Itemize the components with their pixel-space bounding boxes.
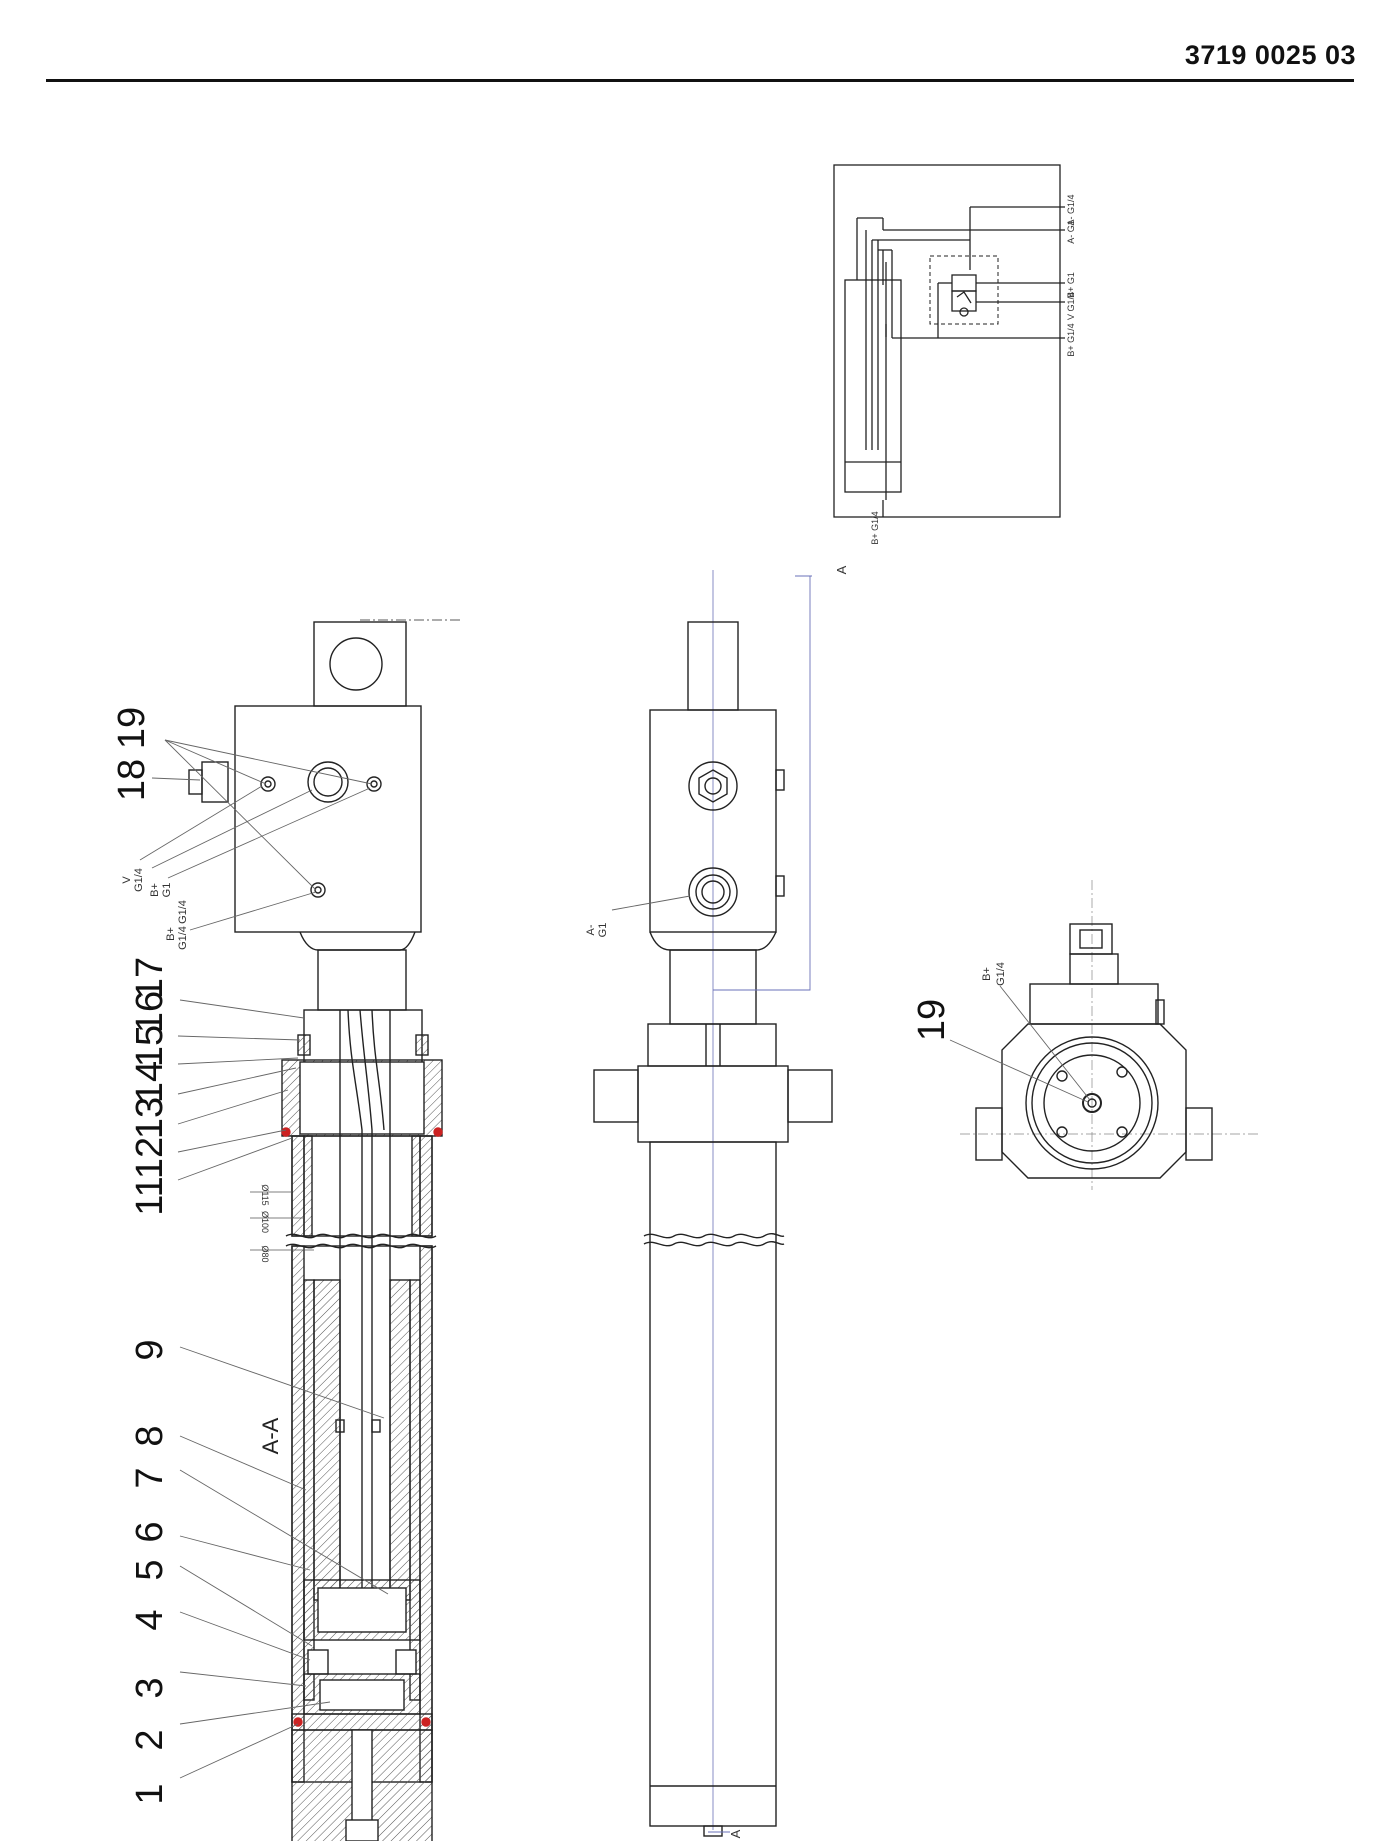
svg-text:12: 12 bbox=[129, 1137, 171, 1179]
document-number: 3719 0025 03 bbox=[1184, 40, 1356, 70]
callout-leader-lines bbox=[139, 739, 389, 1779]
fitting-18 bbox=[201, 761, 229, 803]
end-fitting bbox=[1069, 923, 1113, 955]
schematic-cylinder bbox=[844, 279, 902, 493]
svg-text:13: 13 bbox=[129, 1097, 171, 1139]
svg-text:11: 11 bbox=[129, 1176, 171, 1215]
svg-text:G1: G1 bbox=[597, 923, 609, 938]
header-rule bbox=[46, 79, 1354, 82]
svg-text:5: 5 bbox=[129, 1559, 171, 1580]
end-housing bbox=[1001, 1023, 1187, 1179]
svg-text:B+: B+ bbox=[981, 967, 993, 981]
cut-marker-top: A bbox=[834, 565, 849, 574]
svg-text:19: 19 bbox=[911, 999, 953, 1041]
side-view bbox=[593, 570, 833, 1837]
svg-text:1: 1 bbox=[129, 1783, 171, 1804]
svg-text:B+: B+ bbox=[149, 883, 161, 897]
cut-marker-bottom: A bbox=[728, 1829, 743, 1838]
hydraulic-schematic bbox=[833, 164, 1065, 518]
svg-text:3: 3 bbox=[129, 1677, 171, 1698]
svg-text:B+ G1/4: B+ G1/4 bbox=[1066, 323, 1076, 356]
svg-text:7: 7 bbox=[129, 1467, 171, 1488]
svg-text:V: V bbox=[121, 876, 133, 884]
section-callouts: 1 2 3 4 5 6 7 8 9 11 12 13 14 15 16 17 1… bbox=[111, 707, 171, 1805]
schematic-port-labels: A- G1/4 A- G1 B+ G1 V G1/4 B+ G1/4 B+ G1… bbox=[870, 194, 1076, 544]
svg-text:4: 4 bbox=[129, 1609, 171, 1630]
svg-text:Ø100: Ø100 bbox=[260, 1211, 270, 1233]
svg-text:A- G1/4: A- G1/4 bbox=[1066, 194, 1076, 225]
section-port-labels: V G1/4 B+ G1 G1/4 B+ G1/4 bbox=[121, 868, 189, 950]
svg-text:14: 14 bbox=[129, 1061, 171, 1103]
svg-text:15: 15 bbox=[129, 1025, 171, 1067]
svg-text:B+ G1: B+ G1 bbox=[1066, 272, 1076, 298]
svg-text:2: 2 bbox=[129, 1729, 171, 1750]
svg-text:G1/4: G1/4 bbox=[177, 926, 189, 950]
svg-text:G1/4: G1/4 bbox=[133, 868, 145, 892]
side-manifold bbox=[649, 709, 777, 933]
svg-text:Ø115: Ø115 bbox=[260, 1184, 270, 1205]
svg-text:G1/4: G1/4 bbox=[995, 962, 1007, 986]
valve-block-outline bbox=[929, 255, 999, 325]
svg-text:A-: A- bbox=[585, 924, 597, 935]
manifold-block bbox=[234, 705, 422, 933]
end-view-labels: 19 B+ G1/4 bbox=[911, 962, 1091, 1103]
svg-text:19: 19 bbox=[111, 707, 153, 749]
svg-text:B+: B+ bbox=[165, 927, 177, 941]
side-port-label: A- G1 bbox=[585, 895, 691, 938]
svg-text:A- G1: A- G1 bbox=[1066, 220, 1076, 244]
svg-text:G1/4: G1/4 bbox=[177, 900, 189, 924]
svg-text:Ø80: Ø80 bbox=[260, 1245, 270, 1262]
svg-text:9: 9 bbox=[129, 1339, 171, 1360]
svg-text:8: 8 bbox=[129, 1425, 171, 1446]
svg-text:16: 16 bbox=[129, 991, 171, 1033]
section-cut-line bbox=[708, 575, 812, 1833]
schematic-frame bbox=[833, 164, 1061, 518]
svg-text:V G1/4: V G1/4 bbox=[1066, 292, 1076, 320]
diameter-labels: Ø115 Ø100 Ø80 bbox=[250, 1184, 314, 1263]
end-view bbox=[960, 880, 1260, 1190]
svg-text:B+ G1/4: B+ G1/4 bbox=[870, 511, 880, 544]
svg-text:18: 18 bbox=[111, 759, 153, 801]
svg-text:G1: G1 bbox=[161, 883, 173, 898]
cylinder-neck bbox=[317, 949, 407, 1011]
mount-eye bbox=[313, 621, 407, 707]
svg-text:6: 6 bbox=[129, 1521, 171, 1542]
section-view-a-a bbox=[188, 619, 460, 1841]
section-label: A-A bbox=[258, 1417, 283, 1454]
side-gland bbox=[647, 1023, 777, 1067]
svg-text:17: 17 bbox=[129, 957, 171, 999]
